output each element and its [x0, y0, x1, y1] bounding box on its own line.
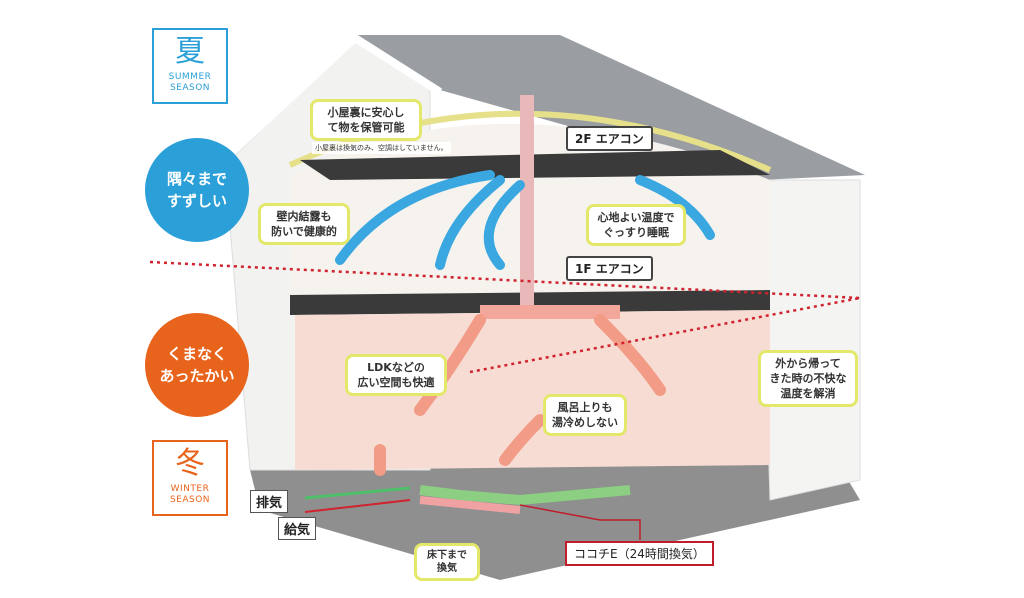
summer-english: SUMMER SEASON: [168, 72, 212, 93]
second-floor-ac-label: 2F エアコン: [566, 126, 653, 151]
attic-note: 小屋裏は換気のみ、空調はしていません。: [312, 142, 451, 154]
summer-kanji: 夏: [175, 34, 205, 69]
callout-bath: 風呂上りも 湯冷めしない: [543, 394, 627, 436]
exhaust-label: 排気: [250, 490, 289, 513]
winter-season-badge: 冬 WINTER SEASON: [152, 440, 228, 516]
underfloor-duct: [419, 485, 631, 506]
winter-english: WINTER SEASON: [169, 484, 211, 505]
callout-ldk: LDKなどの 広い空間も快適: [345, 354, 447, 396]
first-floor-room: [295, 310, 770, 470]
callout-wall: 壁内結露も 防いで健康的: [258, 203, 350, 245]
attic-floor: [300, 150, 770, 180]
cool-air-arrows: [335, 170, 715, 270]
roof: [355, 35, 865, 180]
first-floor-ac-label: 1F エアコン: [566, 256, 653, 281]
winter-kanji: 冬: [175, 446, 205, 481]
callout-return: 外から帰って きた時の不快な 温度を解消: [758, 350, 858, 407]
underfloor-ventilation-label: 床下まで 換気: [414, 543, 480, 581]
foundation: [250, 450, 860, 580]
vertical-duct: [520, 95, 534, 310]
warm-air-arrows: [374, 314, 666, 476]
supply-label: 給気: [278, 517, 317, 540]
ventilation-system-label: ココチE（24時間換気）: [565, 541, 714, 566]
winter-slogan: くまなく あったかい: [145, 313, 249, 417]
summer-slogan: 隅々まで すずしい: [145, 138, 249, 242]
callout-sleep: 心地よい温度で ぐっすり睡眠: [586, 204, 686, 246]
right-wall: [759, 179, 861, 501]
summer-season-badge: 夏 SUMMER SEASON: [152, 28, 228, 104]
callout-attic: 小屋裏に安心し て物を保管可能: [310, 99, 422, 141]
